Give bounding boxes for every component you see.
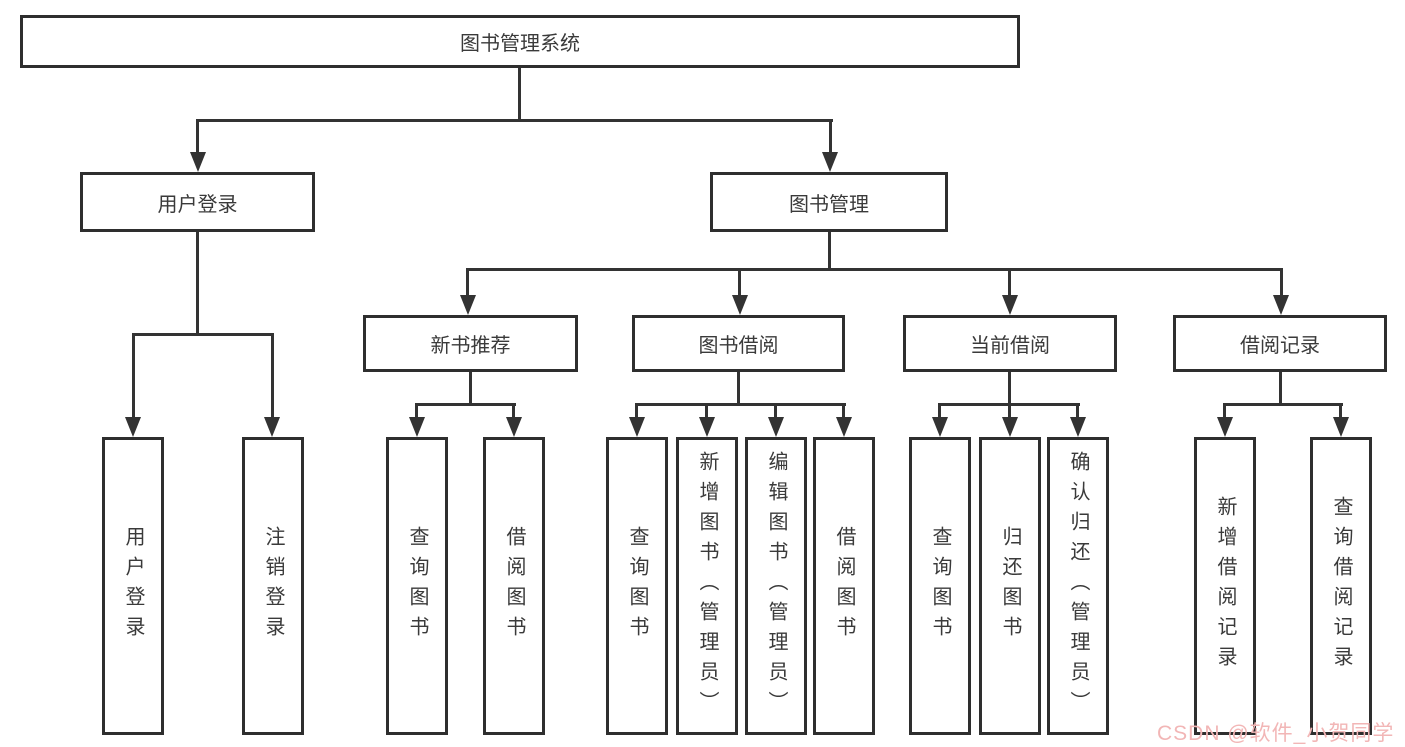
connector-line: [705, 403, 708, 420]
leaf-label: 借阅图书: [833, 526, 855, 646]
arrow-down-icon: [1333, 417, 1349, 437]
arrow-down-icon: [1217, 417, 1233, 437]
leaf-label: 查询图书: [626, 526, 648, 646]
leaf-add-borrow-record: 新增借阅记录: [1194, 437, 1256, 735]
connector-line: [738, 268, 741, 298]
arrow-down-icon: [1002, 295, 1018, 315]
node-user-login: 用户登录: [80, 172, 315, 232]
leaf-label: 借阅图书: [503, 526, 525, 646]
watermark: CSDN @软件_小贺同学: [1157, 722, 1395, 745]
arrow-down-icon: [264, 417, 280, 437]
arrow-down-icon: [932, 417, 948, 437]
leaf-query-books-recommend: 查询图书: [386, 437, 448, 735]
connector-line: [737, 372, 740, 406]
connector-line: [774, 403, 777, 420]
arrow-down-icon: [506, 417, 522, 437]
node-label: 图书管理系统: [460, 33, 580, 55]
arrow-down-icon: [732, 295, 748, 315]
connector-line: [1008, 372, 1011, 406]
node-label: 图书借阅: [698, 335, 779, 357]
node-book-management: 图书管理: [710, 172, 948, 232]
leaf-label: 新增借阅记录: [1214, 496, 1236, 676]
connector-line: [196, 119, 833, 122]
arrow-down-icon: [822, 152, 838, 172]
connector-line: [415, 403, 418, 420]
connector-line: [1279, 372, 1282, 406]
arrow-down-icon: [190, 152, 206, 172]
node-label: 新书推荐: [430, 335, 511, 357]
leaf-query-borrow-record: 查询借阅记录: [1310, 437, 1372, 735]
leaf-label: 归还图书: [999, 526, 1021, 646]
leaf-logout: 注销登录: [242, 437, 304, 735]
connector-line: [415, 403, 516, 406]
node-label: 用户登录: [157, 193, 238, 216]
connector-line: [1339, 403, 1342, 420]
leaf-query-books-current: 查询图书: [909, 437, 971, 735]
node-label: 借阅记录: [1240, 335, 1320, 357]
connector-line: [518, 68, 521, 121]
node-label: 当前借阅: [970, 335, 1050, 357]
connector-line: [132, 333, 135, 420]
node-label: 图书管理: [789, 193, 869, 216]
connector-line: [635, 403, 638, 420]
node-new-book-recommendation: 新书推荐: [363, 315, 578, 372]
connector-line: [196, 232, 199, 336]
connector-line: [1280, 268, 1283, 298]
arrow-down-icon: [699, 417, 715, 437]
leaf-label: 确认归还（管理员）: [1067, 451, 1089, 721]
leaf-query-books-borrowing: 查询图书: [606, 437, 668, 735]
leaf-label: 编辑图书（管理员）: [765, 451, 787, 721]
arrow-down-icon: [1070, 417, 1086, 437]
leaf-return-books: 归还图书: [979, 437, 1041, 735]
node-current-borrowing: 当前借阅: [903, 315, 1117, 372]
connector-line: [828, 232, 831, 271]
leaf-label: 查询借阅记录: [1330, 496, 1352, 676]
connector-line: [466, 268, 469, 298]
connector-line: [469, 372, 472, 406]
arrow-down-icon: [629, 417, 645, 437]
arrow-down-icon: [1002, 417, 1018, 437]
node-borrowing-records: 借阅记录: [1173, 315, 1387, 372]
leaf-borrow-books-borrowing: 借阅图书: [813, 437, 875, 735]
connector-line: [842, 403, 845, 420]
arrow-down-icon: [409, 417, 425, 437]
leaf-user-login: 用户登录: [102, 437, 164, 735]
connector-line: [196, 119, 199, 155]
leaf-label: 查询图书: [406, 526, 428, 646]
connector-line: [1223, 403, 1343, 406]
leaf-edit-books-admin: 编辑图书（管理员）: [745, 437, 807, 735]
node-book-borrowing: 图书借阅: [632, 315, 845, 372]
arrow-down-icon: [768, 417, 784, 437]
arrow-down-icon: [1273, 295, 1289, 315]
leaf-label: 用户登录: [122, 526, 144, 646]
connector-line: [1008, 403, 1011, 420]
connector-line: [938, 403, 941, 420]
connector-line: [1008, 268, 1011, 298]
connector-line: [1076, 403, 1079, 420]
leaf-borrow-books-recommend: 借阅图书: [483, 437, 545, 735]
connector-line: [271, 333, 274, 420]
connector-line: [467, 268, 1283, 271]
arrow-down-icon: [836, 417, 852, 437]
connector-line: [635, 403, 846, 406]
connector-line: [829, 119, 832, 155]
leaf-label: 注销登录: [262, 526, 284, 646]
connector-line: [1223, 403, 1226, 420]
connector-line: [512, 403, 515, 420]
arrow-down-icon: [125, 417, 141, 437]
connector-line: [132, 333, 274, 336]
leaf-confirm-return-admin: 确认归还（管理员）: [1047, 437, 1109, 735]
leaf-add-books-admin: 新增图书（管理员）: [676, 437, 738, 735]
leaf-label: 查询图书: [929, 526, 951, 646]
arrow-down-icon: [460, 295, 476, 315]
leaf-label: 新增图书（管理员）: [696, 451, 718, 721]
node-library-management-system: 图书管理系统: [20, 15, 1020, 68]
